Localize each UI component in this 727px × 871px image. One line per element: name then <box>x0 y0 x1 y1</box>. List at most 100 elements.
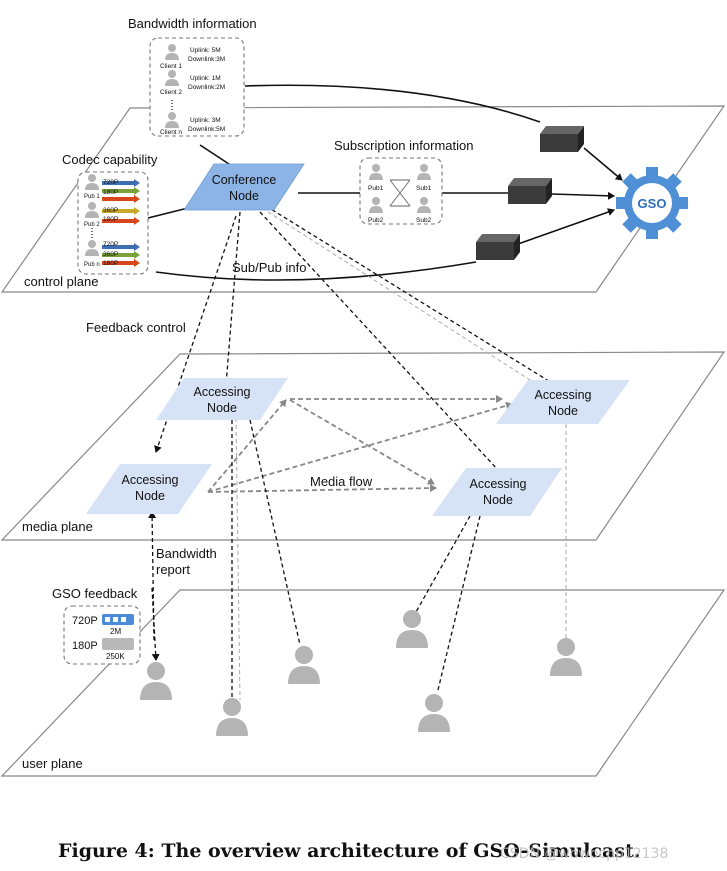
control-plane-label: control plane <box>24 274 98 289</box>
codec-title: Codec capability <box>62 152 158 167</box>
pub-n: Pub n 720P 360P 180P <box>84 240 140 268</box>
accessing-node-upper-left: Accessing Node <box>156 378 288 420</box>
gso-feedback-180p-bar <box>102 638 134 650</box>
gso-feedback-720p-cell-1 <box>105 617 110 622</box>
client-n-uplink: Uplink: 3M <box>190 117 221 124</box>
user-6-icon <box>550 638 582 676</box>
pub-n-level-360p: 360P <box>103 251 118 258</box>
client-2-name: Client 2 <box>160 89 182 96</box>
accessing-node-upper-right: Accessing Node <box>496 380 630 424</box>
server2-to-gso-arrow <box>551 191 615 200</box>
media-flow-label: Media flow <box>310 474 373 489</box>
pub-2-180p-bar <box>102 219 134 223</box>
gso-feedback-res-180p: 180P <box>72 640 98 652</box>
pub-2-360p-bar <box>102 209 134 213</box>
conf-to-access-grey-dashed <box>261 207 531 381</box>
media-plane-label: media plane <box>22 519 93 534</box>
accessing-node-ul-line2: Node <box>207 401 237 415</box>
subpub-info-label: Sub/Pub info <box>232 260 306 275</box>
server3-to-gso-arrow <box>517 208 615 245</box>
user-2-icon <box>216 698 248 736</box>
pub-2-name: Pub 2 <box>84 222 100 228</box>
conf-to-access-br-dashed <box>259 211 499 471</box>
pub-2-level-180p: 180P <box>103 216 118 223</box>
watermark: CSDN @wowocpp12138 <box>500 846 668 862</box>
conf-to-access-ul-dashed <box>225 211 241 386</box>
accessing-node-lr-line1: Accessing <box>470 477 527 491</box>
accessing-node-ur-line2: Node <box>548 404 578 418</box>
pub-1-level-180p: 180P <box>103 189 118 196</box>
gso-feedback-720p-cell-2 <box>113 617 118 622</box>
accessing-node-ll-line1: Accessing <box>122 473 179 487</box>
accessing-node-ul-line1: Accessing <box>194 385 251 399</box>
pub-1-name: Pub 1 <box>84 194 100 200</box>
pub-n-180p-arrow <box>134 259 140 267</box>
subscription-title: Subscription information <box>334 138 473 153</box>
client-2: Client 2 Uplink: 1M Downlink:2M <box>160 70 225 96</box>
media-to-user-1-grey <box>235 417 241 701</box>
client-1: Client 1 Uplink: 5M Downlink:3M <box>160 44 225 70</box>
gso-feedback-rate-2m: 2M <box>110 627 121 636</box>
control-plane <box>0 105 726 293</box>
bandwidth-report-arrow-down <box>151 587 160 661</box>
pub-1-level-720p: 720P <box>103 179 118 186</box>
gso-feedback-res-720p: 720P <box>72 615 98 627</box>
media-flow-2 <box>207 399 287 493</box>
server-1-icon <box>540 126 584 152</box>
media-flow-3 <box>207 401 513 493</box>
pub-n-360p-bar <box>102 253 134 257</box>
accessing-node-lower-left: Accessing Node <box>86 464 212 514</box>
pub-n-name: Pub n <box>84 262 100 268</box>
media-flow-4 <box>207 484 437 493</box>
pub-2-180p-arrow <box>134 217 140 225</box>
client-2-downlink: Downlink:2M <box>188 84 225 91</box>
pub-1-mid-bar <box>102 189 134 193</box>
client-1-name: Client 1 <box>160 63 182 70</box>
client-2-uplink: Uplink: 1M <box>190 75 221 82</box>
pub-n-level-720p: 720P <box>103 241 118 248</box>
pub-n-level-180p: 180P <box>103 260 118 267</box>
media-to-user-4 <box>437 515 481 691</box>
pub-1-180p-arrow <box>134 195 140 203</box>
bandwidth-to-server-line <box>244 84 541 123</box>
user-3-icon <box>288 646 320 684</box>
conference-node <box>183 163 305 211</box>
media-plane <box>0 351 726 541</box>
conf-to-access-r-dashed <box>265 205 553 384</box>
sub-sub1-label: Sub1 <box>416 185 432 192</box>
client-n-name: Client n <box>160 129 182 136</box>
user-4-icon <box>396 610 428 648</box>
sub-pub2-label: Pub2 <box>368 217 384 224</box>
bandwidth-report-arrow-up <box>148 511 157 641</box>
codec-to-conf-line <box>147 207 189 219</box>
media-to-user-3 <box>415 515 471 613</box>
server1-to-gso-arrow <box>583 147 623 181</box>
user-5-icon <box>418 694 450 732</box>
media-flow-5 <box>289 399 435 485</box>
user-plane-label: user plane <box>22 756 83 771</box>
pub-n-720p-arrow <box>134 243 140 251</box>
pub-n-720p-bar <box>102 245 134 249</box>
accessing-node-ll-line2: Node <box>135 489 165 503</box>
client-1-uplink: Uplink: 5M <box>190 47 221 54</box>
gso-feedback-title: GSO feedback <box>52 586 138 601</box>
user-1-icon <box>140 662 172 700</box>
client-n: Client n Uplink: 3M Downlink:5M <box>160 112 225 136</box>
pub-1-720p-bar <box>102 181 134 185</box>
sub-sub2-label: Sub2 <box>416 217 432 224</box>
client-n-downlink: Downlink:5M <box>188 126 225 133</box>
server-2-icon <box>508 178 552 204</box>
pub-2-360p-arrow <box>134 207 140 215</box>
gso-feedback-720p-cell-3 <box>121 617 126 622</box>
bandwidth-title: Bandwidth information <box>128 16 257 31</box>
bandwidth-report-label-2: report <box>156 562 190 577</box>
figure-caption: Figure 4: The overview architecture of G… <box>58 840 640 862</box>
bandwidth-to-conf-line <box>199 144 233 167</box>
bandwidth-report-label-1: Bandwidth <box>156 546 217 561</box>
bandwidth-box <box>149 37 245 137</box>
pub-2-level-360p: 360P <box>103 207 118 214</box>
accessing-node-lr-line2: Node <box>483 493 513 507</box>
pub-1-mid-arrow <box>134 187 140 195</box>
pub-n-360p-arrow <box>134 251 140 259</box>
codec-to-server3-line <box>155 261 477 281</box>
